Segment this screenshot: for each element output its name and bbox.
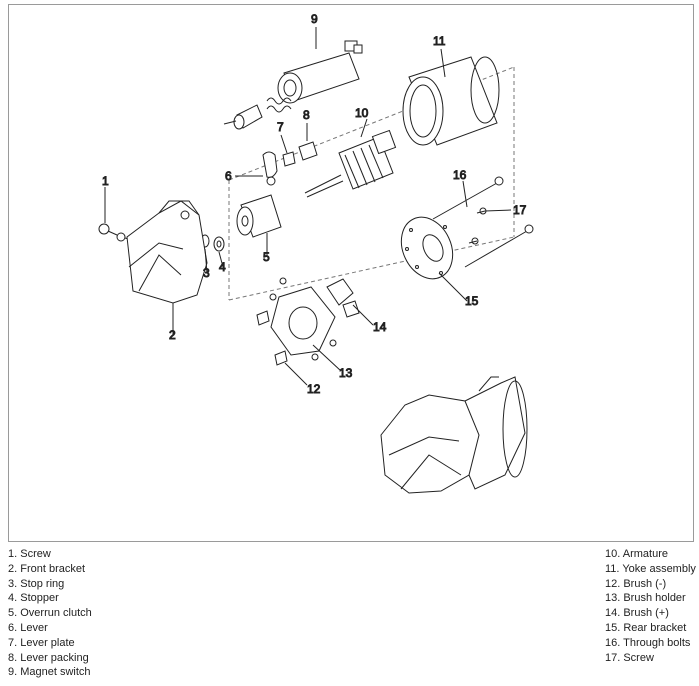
armature-part — [304, 129, 397, 198]
callout-13: 13 — [339, 366, 353, 380]
screw-part — [98, 223, 136, 242]
callout-10: 10 — [355, 106, 369, 120]
brush-springs — [269, 277, 337, 361]
callout-8: 8 — [303, 108, 310, 122]
parts-legend-left: 1. Screw 2. Front bracket 3. Stop ring 4… — [8, 547, 92, 680]
leader-lines — [104, 27, 512, 386]
callout-3: 3 — [203, 266, 210, 280]
yoke-assembly-part — [402, 56, 500, 146]
callout-1: 1 — [102, 174, 109, 188]
legend-item: 10. Armature — [605, 548, 668, 560]
magnet-switch-part — [277, 40, 363, 104]
callout-17: 17 — [513, 203, 527, 217]
callout-4: 4 — [219, 260, 226, 274]
brush-positive-part — [326, 278, 360, 318]
overrun-clutch-part — [236, 194, 282, 238]
callout-11: 11 — [433, 34, 446, 48]
callout-12: 12 — [307, 382, 321, 396]
legend-item: 7. Lever plate — [8, 636, 75, 649]
legend-item: 17. Screw — [605, 651, 654, 664]
legend-item: 12. Brush (-) — [605, 577, 667, 590]
legend-item: 14. Brush (+) — [605, 607, 669, 620]
legend-item: 5. Overrun clutch — [8, 607, 92, 620]
rear-bracket-part — [400, 216, 454, 280]
legend-item: 16. Through bolts — [605, 636, 691, 649]
brush-negative-part — [256, 310, 288, 366]
stopper-part — [213, 236, 225, 252]
brush-holder-part — [270, 286, 336, 356]
lever-plate-part — [282, 151, 296, 167]
legend-item: 11. Yoke assembly — [605, 562, 696, 575]
callout-2: 2 — [169, 328, 176, 342]
callout-6: 6 — [225, 169, 232, 183]
callout-numbers: 9 11 10 8 7 6 1 16 17 3 4 5 15 14 2 13 1… — [102, 12, 528, 397]
legend-item: 15. Rear bracket — [605, 621, 687, 634]
plunger-part — [223, 97, 292, 130]
lever-part — [262, 151, 278, 186]
callout-9: 9 — [311, 12, 318, 26]
callout-14: 14 — [373, 320, 387, 334]
legend-item: 6. Lever — [8, 621, 48, 634]
exploded-view-diagram: 9 11 10 8 7 6 1 16 17 3 4 5 15 14 2 13 1… — [8, 4, 694, 542]
legend-item: 9. Magnet switch — [8, 666, 91, 679]
legend-item: 4. Stopper — [8, 592, 59, 605]
callout-15: 15 — [465, 294, 479, 308]
rear-screw-part — [468, 207, 487, 245]
legend-item: 2. Front bracket — [8, 562, 86, 575]
legend-item: 3. Stop ring — [8, 577, 65, 590]
through-bolts-part — [432, 176, 534, 268]
callout-5: 5 — [263, 250, 270, 264]
callout-7: 7 — [277, 120, 284, 134]
assembled-starter — [380, 376, 528, 494]
legend-item: 13. Brush holder — [605, 592, 686, 605]
legend-item: 8. Lever packing — [8, 651, 89, 664]
legend-item: 1. Screw — [8, 548, 51, 560]
callout-16: 16 — [453, 168, 467, 182]
parts-legend-right: 10. Armature 11. Yoke assembly 12. Brush… — [605, 547, 696, 665]
lever-packing-part — [298, 141, 318, 161]
front-bracket-part — [126, 200, 208, 304]
